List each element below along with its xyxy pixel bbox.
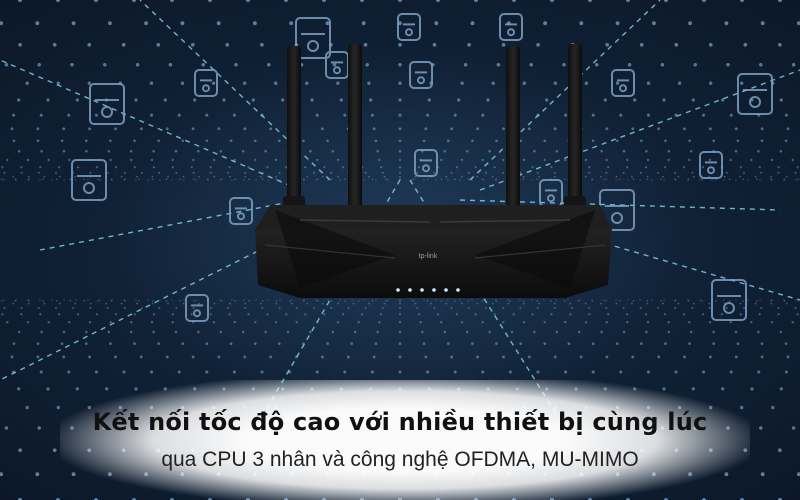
camera-icon <box>397 13 421 41</box>
antenna-4 <box>568 44 582 218</box>
status-led <box>420 288 424 292</box>
status-led <box>444 288 448 292</box>
document-icon <box>89 83 125 125</box>
antenna-1 <box>287 46 301 218</box>
gamepad-icon <box>71 159 107 201</box>
router: tp-link <box>255 44 612 298</box>
weather-icon <box>229 197 253 225</box>
printer-icon <box>711 279 747 321</box>
status-leds: tp-link <box>396 253 460 292</box>
thermostat-icon <box>699 151 723 179</box>
tablet-icon <box>194 69 218 97</box>
status-led <box>456 288 460 292</box>
caption-subline: qua CPU 3 nhân và công nghệ OFDMA, MU-MI… <box>161 448 639 471</box>
smartwatch-icon <box>499 13 523 41</box>
caption-headline: Kết nối tốc độ cao với nhiều thiết bị cù… <box>92 408 708 436</box>
antenna-3 <box>506 46 520 212</box>
music-icon <box>409 61 433 89</box>
cctv-icon <box>414 149 438 177</box>
devices-icon <box>185 294 209 322</box>
caption-panel <box>60 380 750 500</box>
status-led <box>432 288 436 292</box>
computer-icon <box>737 73 773 115</box>
phone-icon <box>295 17 331 59</box>
status-led <box>408 288 412 292</box>
antenna-2 <box>348 44 362 210</box>
fridge-icon <box>611 69 635 97</box>
status-led <box>396 288 400 292</box>
brand-logo: tp-link <box>419 253 438 260</box>
